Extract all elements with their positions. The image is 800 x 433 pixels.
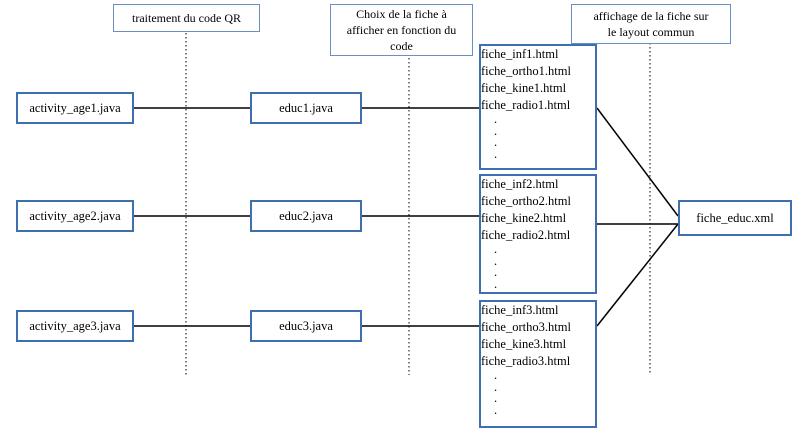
file-item: fiche_ortho1.html [481, 64, 571, 78]
file-list-1: fiche_inf1.html fiche_ortho1.html fiche_… [479, 44, 597, 170]
ellipsis-dot: . [494, 146, 498, 161]
educ-box-1: educ1.java [250, 92, 362, 124]
ellipsis-dot: . [494, 276, 498, 291]
file-item: fiche_kine1.html [481, 81, 567, 95]
file-item: fiche_kine2.html [481, 211, 567, 225]
header-choice-line-3: code [390, 39, 413, 53]
file-list-3: fiche_inf3.html fiche_ortho3.html fiche_… [479, 300, 597, 428]
file-item: fiche_radio1.html [481, 98, 571, 112]
header-file-choice: Choix de la fiche à afficher en fonction… [330, 4, 473, 56]
file-item: fiche_kine3.html [481, 337, 567, 351]
file-item: fiche_inf3.html [481, 303, 559, 317]
header-qr-line-1: traitement du code QR [132, 11, 241, 25]
file-item: fiche_inf1.html [481, 47, 559, 61]
ellipsis-dot: . [494, 379, 498, 394]
ellipsis-dot: . [494, 368, 498, 382]
ellipsis-dot: . [494, 402, 498, 417]
educ-label-3: educ3.java [279, 318, 333, 333]
file-item: fiche_ortho3.html [481, 320, 571, 334]
link-files3-layout [596, 223, 679, 327]
header-choice-line-2: afficher en fonction du [346, 23, 457, 37]
link-files1-layout [596, 107, 679, 217]
ellipsis-dot: . [494, 112, 498, 126]
activity-box-1: activity_age1.java [16, 92, 134, 124]
header-display-line-2: le layout commun [607, 25, 695, 39]
file-item: fiche_radio2.html [481, 228, 571, 242]
educ-label-2: educ2.java [279, 208, 333, 223]
ellipsis-dot: . [494, 135, 498, 149]
activity-label-3: activity_age3.java [29, 318, 121, 333]
ellipsis-dot: . [494, 391, 498, 405]
activity-label-2: activity_age2.java [29, 208, 121, 223]
activity-box-2: activity_age2.java [16, 200, 134, 232]
header-qr-processing: traitement du code QR [113, 4, 260, 32]
file-item: fiche_radio3.html [481, 354, 571, 368]
activity-label-1: activity_age1.java [29, 100, 121, 115]
educ-label-1: educ1.java [279, 100, 333, 115]
ellipsis-dot: . [494, 242, 498, 256]
layout-target-label: fiche_educ.xml [696, 210, 774, 225]
header-display-layout: affichage de la fiche sur le layout comm… [571, 4, 731, 44]
file-item: fiche_inf2.html [481, 177, 559, 191]
educ-box-2: educ2.java [250, 200, 362, 232]
header-display-line-1: affichage de la fiche sur [593, 9, 709, 23]
ellipsis-dot: . [494, 253, 498, 268]
activity-box-3: activity_age3.java [16, 310, 134, 342]
layout-target-box: fiche_educ.xml [678, 200, 792, 236]
file-item: fiche_ortho2.html [481, 194, 571, 208]
educ-box-3: educ3.java [250, 310, 362, 342]
header-choice-line-1: Choix de la fiche à [356, 7, 447, 21]
ellipsis-dot: . [494, 265, 498, 279]
file-list-2: fiche_inf2.html fiche_ortho2.html fiche_… [479, 174, 597, 294]
ellipsis-dot: . [494, 123, 498, 138]
